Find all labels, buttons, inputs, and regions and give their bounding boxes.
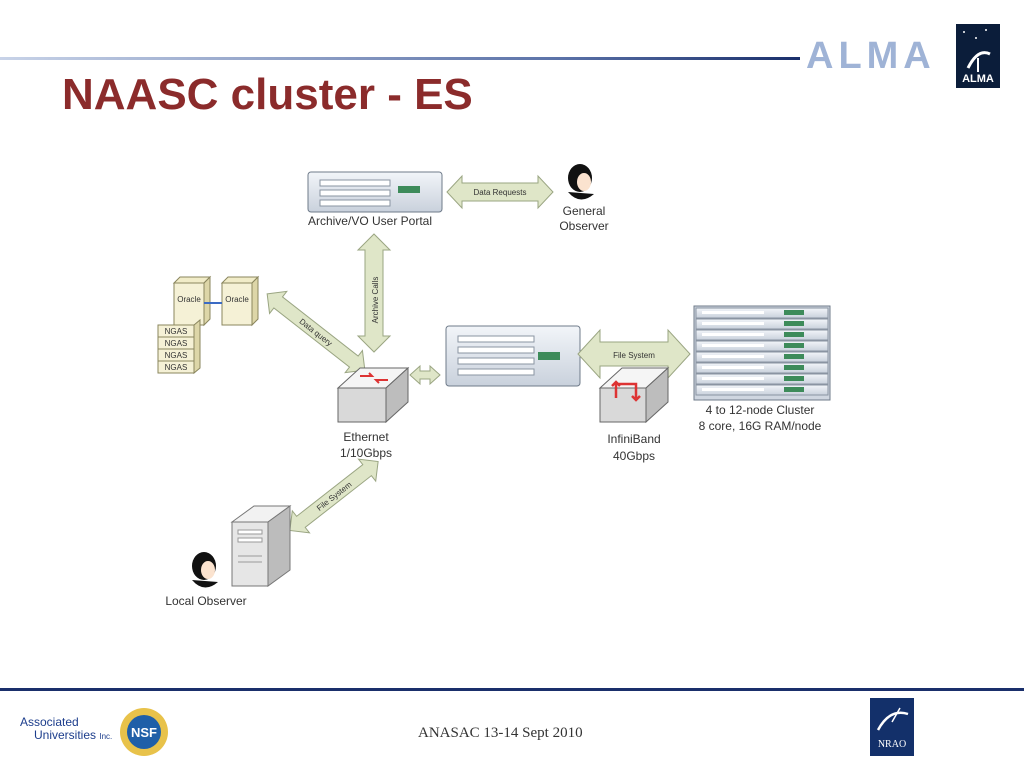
footer-text: ANASAC 13-14 Sept 2010	[418, 725, 583, 741]
nsf-logo-text: NSF	[131, 725, 157, 740]
nrao-logo: NRAO	[870, 698, 914, 756]
oracle-label-1: Oracle	[177, 295, 201, 304]
data-query-arrow: Data query	[266, 290, 366, 374]
archive-calls-arrow	[356, 233, 392, 353]
aui-logo: Associated Universities Inc.	[20, 716, 112, 743]
file-system-label-cluster: File System	[613, 351, 655, 360]
file-system-arrow-local: File System	[289, 458, 379, 534]
aui-logo-line2-wrap: Universities Inc.	[20, 729, 112, 743]
local-observer-icon	[192, 552, 218, 588]
ngas-storage-icon	[157, 318, 201, 375]
ngas-label-1: NGAS	[165, 327, 188, 336]
alma-logo: ALMA	[956, 24, 1000, 88]
nrao-logo-text: NRAO	[877, 739, 907, 750]
ethernet-label-line1: Ethernet	[343, 430, 389, 444]
general-observer-icon	[568, 164, 594, 200]
file-system-arrow-cluster	[577, 328, 691, 380]
ngas-label-4: NGAS	[165, 363, 188, 372]
ngas-label-3: NGAS	[165, 351, 188, 360]
aui-logo-suffix: Inc.	[99, 732, 113, 741]
alma-antenna-icon	[963, 29, 991, 72]
oracle-label-2: Oracle	[225, 295, 249, 304]
archive-calls-label: Archive Calls	[371, 277, 380, 324]
workstation-tower-icon	[230, 505, 292, 587]
general-observer-label-line1: General	[563, 204, 606, 218]
header-rule	[0, 57, 800, 60]
page-title: NAASC cluster - ES	[62, 70, 473, 119]
cluster-label-line2: 8 core, 16G RAM/node	[699, 419, 822, 433]
infiniband-label-line1: InfiniBand	[607, 432, 660, 446]
ngas-label-2: NGAS	[165, 339, 188, 348]
file-system-label-local: File System	[315, 480, 354, 513]
footer-rule	[0, 688, 1024, 691]
data-requests-arrow	[446, 174, 554, 210]
cluster-label-line1: 4 to 12-node Cluster	[706, 403, 815, 417]
ethernet-label-line2: 1/10Gbps	[340, 446, 392, 460]
data-requests-label: Data Requests	[474, 188, 527, 197]
switch-server-arrow	[409, 364, 441, 386]
general-observer-label-line2: Observer	[559, 219, 608, 233]
alma-logo-text: ALMA	[962, 73, 994, 85]
radio-dish-icon	[876, 707, 909, 731]
cluster-rack-icon	[693, 305, 831, 401]
infiniband-label-line2: 40Gbps	[613, 449, 655, 463]
central-server-icon	[445, 325, 581, 387]
alma-wordmark: ALMA	[806, 35, 936, 77]
ethernet-switch-icon	[336, 366, 410, 424]
local-observer-label: Local Observer	[165, 594, 246, 608]
aui-logo-line1: Associated	[20, 715, 79, 729]
archive-portal-server-icon	[307, 171, 443, 213]
aui-logo-line2: Universities	[34, 728, 97, 742]
infiniband-switch-icon	[598, 366, 670, 424]
archive-portal-label: Archive/VO User Portal	[308, 214, 432, 228]
oracle-db-icon	[172, 275, 260, 327]
nsf-logo: NSF	[120, 708, 168, 756]
